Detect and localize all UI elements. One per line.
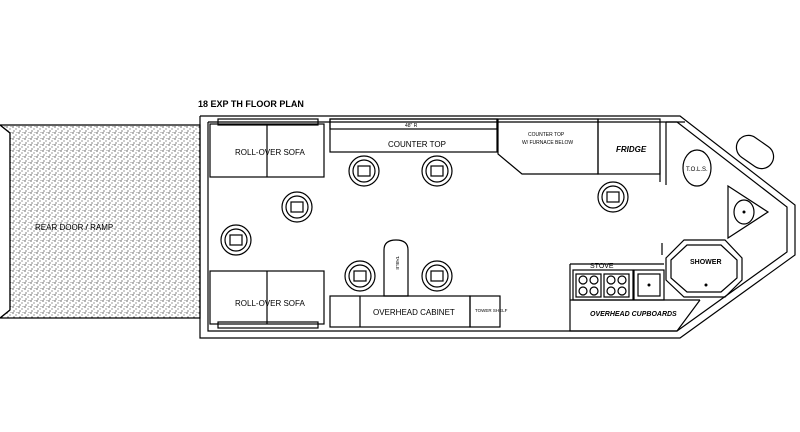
toilet-label: T.O.L.S. — [686, 167, 708, 173]
kitchen-sink — [633, 269, 665, 301]
bathroom-walls — [661, 121, 685, 255]
sofa-top: ROLL-OVER SOFA — [209, 118, 325, 178]
seat-1 — [348, 155, 380, 187]
shower: SHOWER — [665, 239, 743, 298]
fridge: FRIDGE — [597, 118, 661, 182]
plan-title: 18 EXP TH FLOOR PLAN — [198, 99, 304, 109]
counter-top2-line2: W/ FURNACE BELOW — [522, 140, 573, 146]
counter-top-upper: 48" R COUNTER TOP — [329, 118, 498, 153]
fridge-label: FRIDGE — [616, 145, 647, 154]
shower-label: SHOWER — [690, 259, 722, 266]
stove-label: STOVE — [590, 263, 614, 270]
seat-4 — [220, 224, 252, 256]
exterior-tank — [735, 134, 775, 170]
rear-door-ramp: REAR DOOR / RAMP — [0, 124, 201, 319]
seat-2 — [421, 155, 453, 187]
seat-6 — [421, 260, 453, 292]
counter-top-label: COUNTER TOP — [388, 140, 446, 149]
center-table-label: TABLE — [395, 256, 400, 270]
counter-top2-line1: COUNTER TOP — [528, 132, 565, 138]
tower-shelf-label: TOWER SHELF — [475, 308, 508, 313]
toilet: T.O.L.S. — [682, 149, 712, 187]
overhead-cabinet-label: OVERHEAD CABINET — [373, 308, 455, 317]
sofa-bottom: ROLL-OVER SOFA — [209, 270, 325, 329]
seat-7 — [597, 181, 629, 213]
counter-top-right: COUNTER TOP W/ FURNACE BELOW — [497, 118, 599, 175]
bath-sink — [727, 184, 770, 240]
seat-5 — [344, 260, 376, 292]
sofa-top-label: ROLL-OVER SOFA — [235, 148, 305, 157]
rear-door-label: REAR DOOR / RAMP — [35, 223, 113, 232]
seat-3 — [281, 191, 313, 223]
tower-shelf: TOWER SHELF — [469, 295, 508, 328]
sofa-bottom-label: ROLL-OVER SOFA — [235, 299, 305, 308]
counter-small-label: 48" R — [405, 123, 418, 129]
overhead-cupboards-label: OVERHEAD CUPBOARDS — [590, 311, 677, 318]
center-table: TABLE — [383, 239, 409, 297]
overhead-cabinet: OVERHEAD CABINET — [329, 295, 471, 328]
stove: STOVE — [572, 263, 634, 301]
overhead-cupboards: OVERHEAD CUPBOARDS — [569, 263, 701, 332]
